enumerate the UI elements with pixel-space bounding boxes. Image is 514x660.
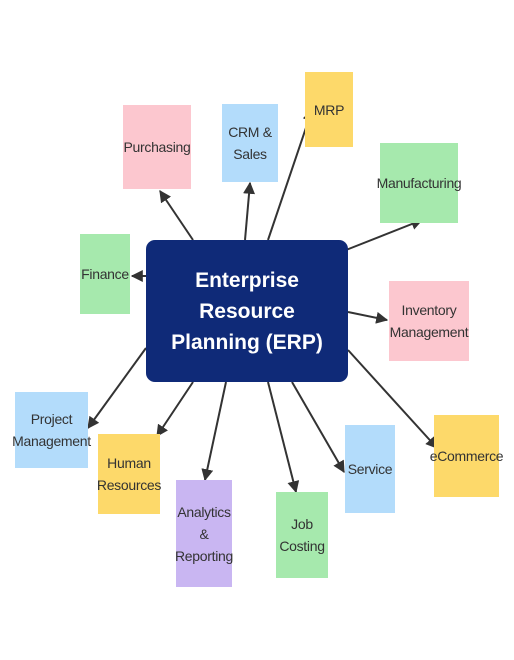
module-finance: Finance — [80, 234, 130, 314]
module-human-resources: Human Resources — [97, 434, 161, 514]
connector-mrp — [267, 108, 315, 241]
module-manufacturing: Manufacturing — [377, 143, 462, 223]
connector-analytics — [201, 381, 227, 482]
erp-center-box: Enterprise Resource Planning (ERP) — [146, 240, 348, 382]
connector-human-resources — [156, 381, 194, 437]
module-ecommerce: eCommerce — [430, 415, 504, 497]
connector-purchasing — [159, 190, 194, 241]
connector-job-costing — [267, 381, 300, 494]
connector-manufacturing — [345, 218, 424, 251]
module-service: Service — [345, 425, 395, 513]
module-crm-sales: CRM & Sales — [222, 104, 278, 182]
module-analytics-reporting: Analytics & Reporting — [175, 480, 233, 587]
module-job-costing: Job Costing — [276, 492, 328, 578]
connector-project — [87, 347, 147, 429]
connector-inventory — [347, 311, 389, 324]
module-project-management: Project Management — [12, 392, 91, 468]
connector-service — [291, 381, 345, 474]
connector-crm — [243, 181, 256, 241]
module-mrp: MRP — [305, 72, 353, 147]
module-inventory-management: Inventory Management — [389, 281, 469, 361]
connector-ecommerce — [347, 349, 438, 449]
module-purchasing: Purchasing — [123, 105, 191, 189]
